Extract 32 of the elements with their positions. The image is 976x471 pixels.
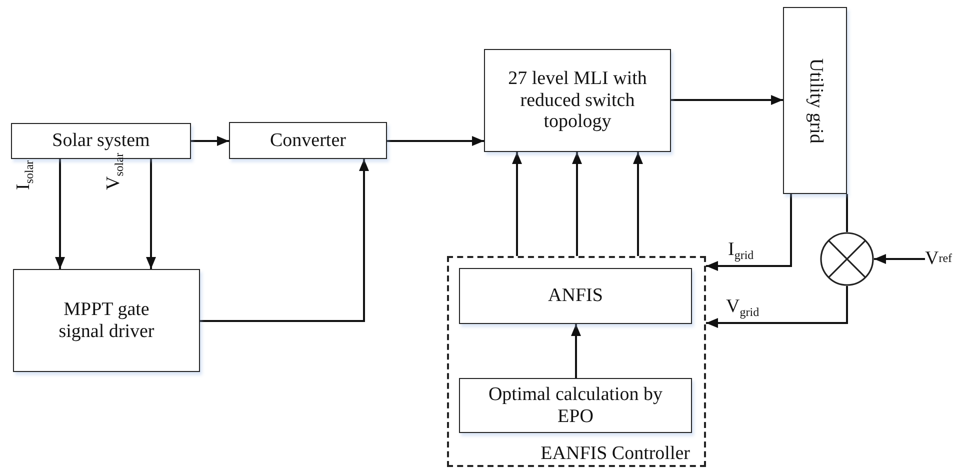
edge-label: I$_{grid}$ — [728, 240, 754, 261]
arrow — [571, 324, 581, 378]
arrow — [387, 136, 484, 146]
group-title: EANFIS Controller — [540, 443, 690, 465]
block-label: Solar system — [52, 130, 150, 152]
block-label: 27 level MLI with reduced switch topology — [507, 68, 648, 134]
arrow — [706, 286, 848, 328]
process-block — [484, 49, 671, 152]
block-label: MPPT gate signal driver — [58, 298, 156, 342]
connector-line — [846, 194, 848, 232]
arrow — [572, 152, 582, 256]
arrow — [55, 159, 65, 269]
process-block — [459, 268, 692, 324]
arrow — [200, 159, 369, 322]
arrow — [633, 152, 643, 256]
process-block — [229, 122, 387, 159]
block-label: Utility grid — [804, 58, 826, 143]
arrow — [146, 159, 156, 269]
block-label: Optimal calculation by EPO — [487, 384, 664, 428]
arrow — [706, 194, 792, 271]
block-label: ANFIS — [548, 285, 603, 307]
summing-junction — [820, 232, 874, 286]
process-block — [13, 269, 200, 372]
arrow — [874, 254, 925, 264]
block-label: Converter — [270, 130, 346, 152]
arrow — [191, 136, 229, 146]
controller-group — [447, 256, 706, 467]
process-block — [459, 378, 692, 433]
process-block — [783, 7, 847, 194]
arrow — [512, 152, 522, 256]
arrow — [671, 95, 783, 105]
edge-label: V$_{grid}$ — [726, 297, 760, 318]
